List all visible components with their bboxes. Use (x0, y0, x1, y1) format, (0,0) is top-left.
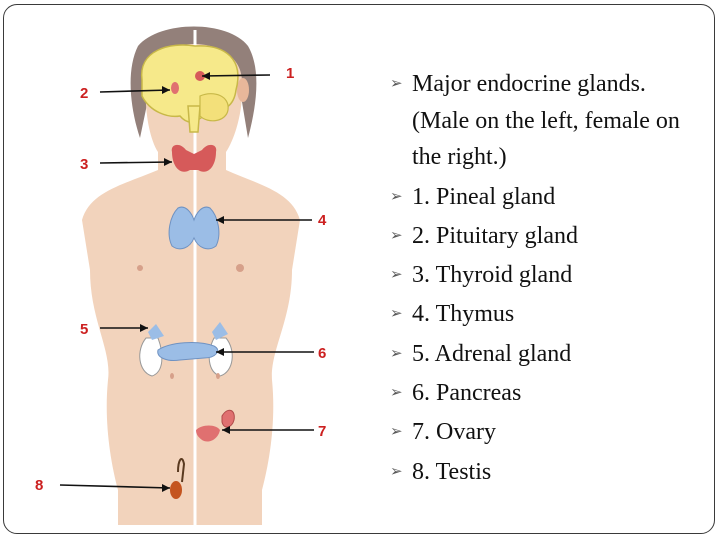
bullet-item-testis: ➢ 8. Testis (384, 453, 704, 492)
arrowhead-6 (216, 348, 224, 356)
leader-line-2 (99, 89, 171, 93)
leader-line-8 (59, 484, 171, 489)
bullet-text: 7. Ovary (412, 419, 496, 446)
arrowhead-5 (140, 324, 148, 332)
arrowhead-7 (222, 426, 230, 434)
thyroid-gland (171, 144, 217, 172)
bullet-text: 5. Adrenal gland (412, 340, 572, 367)
bullet-text: Major endocrine glands. (Male on the lef… (412, 71, 680, 170)
bullet-text: 1. Pineal gland (412, 183, 556, 210)
arrowhead-8 (162, 484, 170, 492)
bullet-arrow-icon: ➢ (390, 384, 403, 401)
pineal-gland (195, 71, 205, 81)
arrowhead-3 (164, 158, 172, 166)
testis-duct (177, 457, 186, 483)
adrenal-gland-left (148, 324, 164, 340)
thymus (168, 206, 220, 250)
bullet-arrow-icon: ➢ (390, 345, 403, 362)
leader-lines (59, 74, 314, 489)
brainstem (187, 105, 201, 133)
bullet-item-ovary: ➢ 7. Ovary (384, 413, 704, 452)
bullet-arrow-icon: ➢ (390, 424, 403, 441)
cerebellum (199, 93, 229, 122)
leader-arrowheads (140, 72, 230, 492)
bullet-item-thymus: ➢ 4. Thymus (384, 295, 704, 334)
label-3: 3 (80, 156, 88, 173)
label-1: 1 (286, 65, 294, 82)
arrowhead-4 (216, 216, 224, 224)
testis (170, 481, 182, 499)
bullet-text: 2. Pituitary gland (412, 222, 578, 249)
leader-line-3 (99, 161, 173, 164)
ovary (221, 409, 235, 428)
nipple-right (236, 264, 244, 272)
body-silhouette (82, 44, 300, 525)
label-8: 8 (35, 477, 43, 494)
label-4: 4 (318, 212, 327, 229)
bullet-text: 8. Testis (412, 458, 492, 485)
bullet-item-intro: ➢ Major endocrine glands. (Male on the l… (384, 66, 704, 176)
bullet-item-adrenal: ➢ 5. Adrenal gland (384, 335, 704, 374)
bullet-text: 4. Thymus (412, 301, 515, 328)
pancreas (157, 342, 219, 361)
label-2: 2 (80, 85, 88, 102)
arrowhead-1 (202, 72, 210, 80)
arrowhead-2 (162, 86, 170, 94)
bullet-arrow-icon: ➢ (390, 306, 403, 323)
bullet-item-pineal: ➢ 1. Pineal gland (384, 178, 704, 217)
slide-frame (3, 4, 715, 534)
bullet-text: 6. Pancreas (412, 379, 522, 406)
navel-left (170, 373, 174, 379)
label-7: 7 (318, 423, 326, 440)
bullet-list: ➢ Major endocrine glands. (Male on the l… (384, 66, 704, 492)
bullet-arrow-icon: ➢ (390, 227, 403, 244)
nipple-left (137, 265, 143, 271)
adrenal-gland-right (212, 322, 228, 340)
kidney-left (139, 337, 163, 377)
bullet-item-thyroid: ➢ 3. Thyroid gland (384, 256, 704, 295)
bullet-arrow-icon: ➢ (390, 463, 403, 480)
label-6: 6 (318, 345, 326, 362)
bullet-arrow-icon: ➢ (390, 188, 403, 205)
leader-line-1 (201, 74, 271, 77)
navel-right (216, 373, 220, 379)
bullet-text: 3. Thyroid gland (412, 262, 573, 289)
uterus (196, 425, 220, 442)
label-5: 5 (80, 321, 88, 338)
endocrine-glands-figure: 1 2 3 4 5 6 7 8 (35, 26, 327, 525)
bullet-item-pancreas: ➢ 6. Pancreas (384, 374, 704, 413)
kidney-right (208, 337, 233, 377)
pituitary-gland (171, 82, 179, 94)
bullet-arrow-icon: ➢ (390, 76, 403, 92)
ear (237, 78, 249, 102)
bullet-item-pituitary: ➢ 2. Pituitary gland (384, 217, 704, 256)
bullet-arrow-icon: ➢ (390, 267, 403, 284)
